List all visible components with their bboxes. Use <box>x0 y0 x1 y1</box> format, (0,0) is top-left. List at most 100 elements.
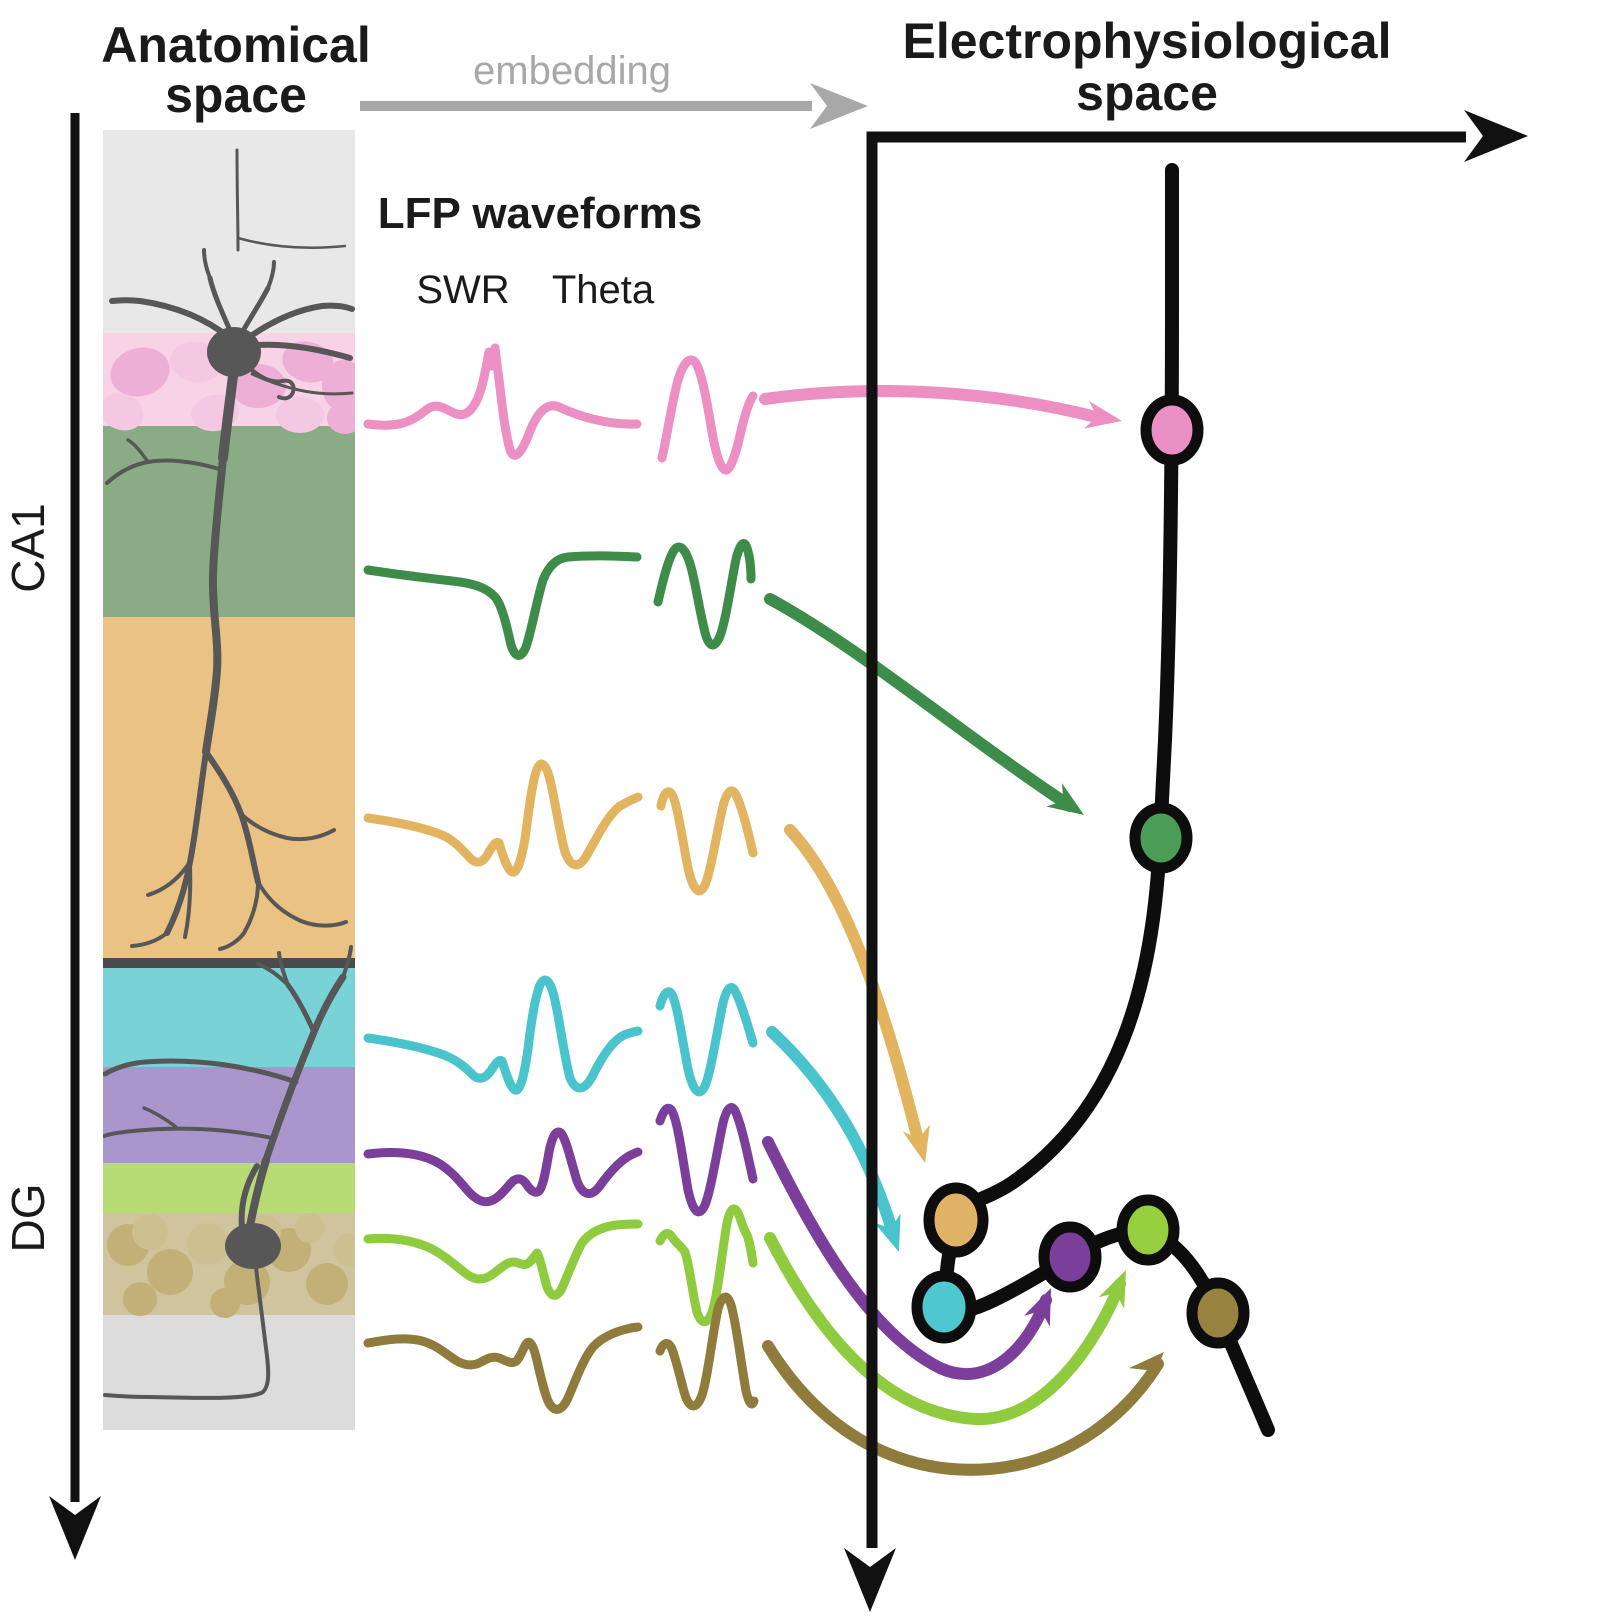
mapping-arrowhead-tan-icon <box>902 1124 930 1163</box>
granule-cell <box>210 1288 240 1318</box>
apical-tuft-branch <box>183 864 193 939</box>
mapping-arrowhead-cyan-icon <box>874 1213 901 1252</box>
theta-column-label: Theta <box>552 268 655 312</box>
mapping-arrow-pink <box>759 385 1106 424</box>
mapping-arrow-olive <box>762 1340 1164 1476</box>
theta-waveform-green <box>653 539 756 650</box>
theta-waveform-cyan <box>655 983 758 1097</box>
apical-tuft-branch <box>256 880 348 928</box>
theta-waveform-purple <box>655 1103 758 1217</box>
swr-waveform-pink <box>363 343 642 460</box>
embedding-arrowhead-icon <box>810 83 868 129</box>
mapping-arrowhead-olive-icon <box>1128 1352 1164 1388</box>
basal-dendrite <box>109 297 233 341</box>
granule-dendrite-branch <box>142 1106 178 1129</box>
apical-tuft-branch <box>239 812 336 842</box>
mapping-arrow-tan <box>784 824 924 1146</box>
lfp-title: LFP waveforms <box>378 189 702 238</box>
embedding-label: embedding <box>473 49 671 93</box>
lfp-waveform-panel: LFP waveforms SWR Theta <box>363 189 759 1414</box>
layer-cyan <box>103 968 355 1067</box>
theta-waveform-olive <box>655 1292 759 1411</box>
mapping-arrow-purple <box>762 1136 1052 1380</box>
anatomical-depth-axis-arrowhead-icon <box>49 1496 101 1560</box>
granule-cell <box>123 1282 157 1316</box>
embedded-node-lime <box>1116 1194 1180 1266</box>
basal-dendrite <box>266 260 276 290</box>
granule-neuron <box>103 945 353 1400</box>
granule-dendrite-stem <box>246 1156 270 1230</box>
granule-dendrite-twig <box>341 945 353 979</box>
embedded-node-pink <box>1140 394 1204 466</box>
electro-axes <box>866 131 1466 1548</box>
granule-axon <box>103 1266 271 1400</box>
mapping-arrow-green <box>764 593 1076 812</box>
granule-dendrite-branch <box>285 982 317 1035</box>
anatomical-panel: CA1 DG Anatomical space <box>2 17 371 1560</box>
basal-dendrite <box>202 248 212 280</box>
pyramidal-cell <box>110 347 170 397</box>
mapping-arrowhead-pink-icon <box>1084 400 1122 429</box>
swr-waveform-lime <box>363 1219 643 1300</box>
electro-y-axis-arrowhead-icon <box>844 1548 896 1612</box>
granule-dendrite-branch <box>103 1058 299 1085</box>
apical-dendrite-trunk <box>218 363 239 463</box>
embedded-node-purple <box>1038 1221 1102 1293</box>
embedded-node-green <box>1129 802 1193 874</box>
region-label-dg: DG <box>2 1184 54 1253</box>
theta-waveform-lime <box>655 1204 758 1327</box>
pyramidal-cell <box>276 397 324 433</box>
theta-waveform-pink <box>657 355 758 475</box>
swr-waveform-cyan <box>363 975 643 1095</box>
granule-cell <box>147 1249 193 1295</box>
pyramidal-cell <box>322 360 355 412</box>
embedded-nodes <box>911 394 1250 1349</box>
apical-dendrite-trunk <box>202 454 227 756</box>
granule-dendrite-trunk <box>262 973 347 1164</box>
granule-cell <box>333 1233 355 1267</box>
ca1-dg-separator <box>103 958 355 968</box>
embedding-trajectory <box>936 163 1275 1437</box>
pyramidal-soma <box>207 327 261 377</box>
layer-lime <box>103 1163 355 1213</box>
swr-column-label: SWR <box>416 268 509 312</box>
layer-bottom-gray <box>103 1315 355 1430</box>
anatomical-title-line1: Anatomical <box>101 17 371 73</box>
region-label-ca1: CA1 <box>2 503 54 592</box>
granule-dendrite-branch <box>103 1126 274 1140</box>
mapping-arrow-cyan <box>766 1026 898 1236</box>
pyramidal-axon <box>235 148 240 252</box>
granule-dendrite-stem <box>238 1163 260 1231</box>
swr-waveform-green <box>363 551 642 660</box>
electro-title-line1: Electrophysiological <box>902 13 1391 69</box>
anatomical-title-line2: space <box>165 67 307 123</box>
swr-waveform-purple <box>363 1127 643 1207</box>
embedding-mapping: embedding <box>360 49 868 129</box>
mapping-arrowhead-lime-icon <box>1098 1270 1126 1309</box>
mapping-arrow-lime <box>764 1232 1126 1426</box>
embedded-node-cyan <box>911 1270 977 1344</box>
mapping-arrowhead-green-icon <box>1046 783 1084 815</box>
embedded-node-tan <box>923 1182 989 1258</box>
mapping-arrowhead-purple-icon <box>1024 1288 1051 1327</box>
theta-waveform-tan <box>656 786 758 896</box>
granule-cell <box>295 1213 325 1243</box>
granule-cell <box>132 1214 168 1250</box>
electrophysiological-panel: Electrophysiological space <box>844 13 1528 1612</box>
channel-mapping-arrows <box>759 385 1164 1476</box>
apical-tuft-branch <box>146 860 192 897</box>
granule-cell <box>187 1223 229 1265</box>
pyramidal-cell <box>103 393 144 431</box>
layer-purple <box>103 1067 355 1163</box>
pyramidal-axon-branch <box>236 236 347 249</box>
swr-waveform-olive <box>363 1322 643 1414</box>
pyramidal-neuron <box>105 148 355 951</box>
electro-title-line2: space <box>1076 65 1218 121</box>
granule-cell <box>306 1263 348 1305</box>
soma-collateral <box>250 372 354 396</box>
apical-tuft-branch <box>130 931 169 948</box>
granule-soma <box>225 1223 281 1269</box>
pyramidal-cell <box>327 402 355 434</box>
